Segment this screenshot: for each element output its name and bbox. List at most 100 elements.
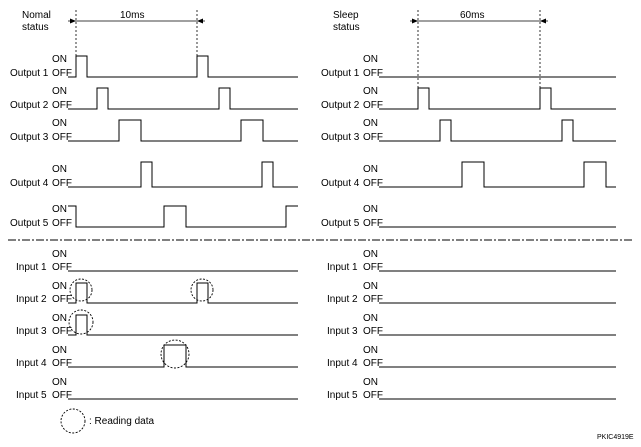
normal-input-1-row: ON Input 1 OFF (16, 249, 298, 273)
reading-data-marker (69, 278, 93, 302)
input-5-label: Input 5 (327, 390, 358, 401)
on-label: ON (363, 164, 378, 175)
sleep-title-line2: status (333, 22, 360, 33)
sleep-input-5-row: ON Input 5 OFF (327, 377, 616, 401)
off-label: OFF (52, 68, 72, 79)
sleep-output-2-row: ON Output 2 OFF (321, 86, 616, 111)
off-label: OFF (52, 218, 72, 229)
normal-period-marker (68, 10, 205, 58)
normal-title-line1: Nomal (22, 10, 51, 21)
input-4-waveform (68, 344, 298, 368)
on-label: ON (52, 249, 67, 260)
sleep-status-panel: Sleep status 60ms ON Output 1 OFF ON Out… (321, 10, 616, 229)
off-label: OFF (363, 178, 383, 189)
sleep-period-label: 60ms (460, 10, 484, 21)
figure-code: PKIC4919E (597, 434, 634, 441)
output-3-waveform (68, 119, 298, 142)
output-5-label: Output 5 (321, 218, 360, 229)
input-1-label: Input 1 (16, 262, 47, 273)
off-label: OFF (363, 132, 383, 143)
output-2-waveform (379, 87, 616, 110)
on-label: ON (52, 54, 67, 65)
on-label: ON (363, 54, 378, 65)
output-2-label: Output 2 (321, 100, 360, 111)
normal-period-label: 10ms (120, 10, 144, 21)
input-3-label: Input 3 (327, 326, 358, 337)
off-label: OFF (363, 100, 383, 111)
sleep-input-1-row: ON Input 1 OFF (327, 249, 616, 273)
input-4-label: Input 4 (327, 358, 358, 369)
input-1-label: Input 1 (327, 262, 358, 273)
normal-title-line2: status (22, 22, 49, 33)
on-label: ON (363, 204, 378, 215)
on-label: ON (363, 345, 378, 356)
sleep-inputs: ON Input 1 OFF ON Input 2 OFF ON Input 3… (327, 249, 616, 401)
input-5-label: Input 5 (16, 390, 47, 401)
reading-data-marker (160, 339, 190, 369)
sleep-output-5-row: ON Output 5 OFF (321, 204, 616, 229)
off-label: OFF (363, 326, 383, 337)
normal-output-1-row: ON Output 1 OFF (10, 54, 298, 79)
on-label: ON (52, 86, 67, 97)
on-label: ON (52, 164, 67, 175)
reading-data-marker (68, 309, 94, 335)
off-label: OFF (52, 358, 72, 369)
off-label: OFF (363, 294, 383, 305)
off-label: OFF (363, 68, 383, 79)
normal-output-2-row: ON Output 2 OFF (10, 86, 298, 111)
off-label: OFF (52, 294, 72, 305)
off-label: OFF (363, 262, 383, 273)
input-3-label: Input 3 (16, 326, 47, 337)
off-label: OFF (52, 262, 72, 273)
normal-input-3-row: ON Input 3 OFF (16, 309, 298, 337)
normal-output-3-row: ON Output 3 OFF (10, 118, 298, 143)
sleep-output-4-row: ON Output 4 OFF (321, 161, 616, 189)
output-4-label: Output 4 (10, 178, 49, 189)
output-4-label: Output 4 (321, 178, 360, 189)
off-label: OFF (363, 358, 383, 369)
off-label: OFF (52, 178, 72, 189)
on-label: ON (363, 377, 378, 388)
on-label: ON (52, 345, 67, 356)
normal-input-4-row: ON Input 4 OFF (16, 339, 298, 369)
on-label: ON (52, 281, 67, 292)
input-2-label: Input 2 (16, 294, 47, 305)
output-5-waveform (68, 205, 298, 228)
reading-data-marker (190, 278, 214, 302)
input-2-label: Input 2 (327, 294, 358, 305)
output-2-label: Output 2 (10, 100, 49, 111)
off-label: OFF (52, 326, 72, 337)
on-label: ON (52, 204, 67, 215)
normal-input-2-row: ON Input 2 OFF (16, 278, 298, 305)
on-label: ON (363, 86, 378, 97)
sleep-period-marker (410, 10, 548, 88)
off-label: OFF (52, 100, 72, 111)
normal-input-5-row: ON Input 5 OFF (16, 377, 298, 401)
off-label: OFF (52, 132, 72, 143)
output-5-label: Output 5 (10, 218, 49, 229)
off-label: OFF (363, 390, 383, 401)
sleep-input-4-row: ON Input 4 OFF (327, 345, 616, 369)
input-2-waveform (68, 282, 298, 304)
legend-label: : Reading data (89, 416, 154, 427)
output-1-label: Output 1 (321, 68, 360, 79)
sleep-title-line1: Sleep (333, 10, 359, 21)
output-1-waveform (68, 55, 298, 78)
output-2-waveform (68, 87, 298, 110)
off-label: OFF (52, 390, 72, 401)
output-3-label: Output 3 (10, 132, 49, 143)
off-label: OFF (363, 218, 383, 229)
output-4-waveform (68, 161, 298, 188)
input-3-waveform (68, 314, 298, 336)
output-1-label: Output 1 (10, 68, 49, 79)
normal-output-5-row: ON Output 5 OFF (10, 204, 298, 229)
legend: : Reading data (60, 408, 154, 434)
on-label: ON (52, 313, 67, 324)
normal-output-4-row: ON Output 4 OFF (10, 161, 298, 189)
on-label: ON (52, 377, 67, 388)
on-label: ON (52, 118, 67, 129)
on-label: ON (363, 281, 378, 292)
sleep-input-3-row: ON Input 3 OFF (327, 313, 616, 337)
output-4-waveform (379, 161, 616, 188)
